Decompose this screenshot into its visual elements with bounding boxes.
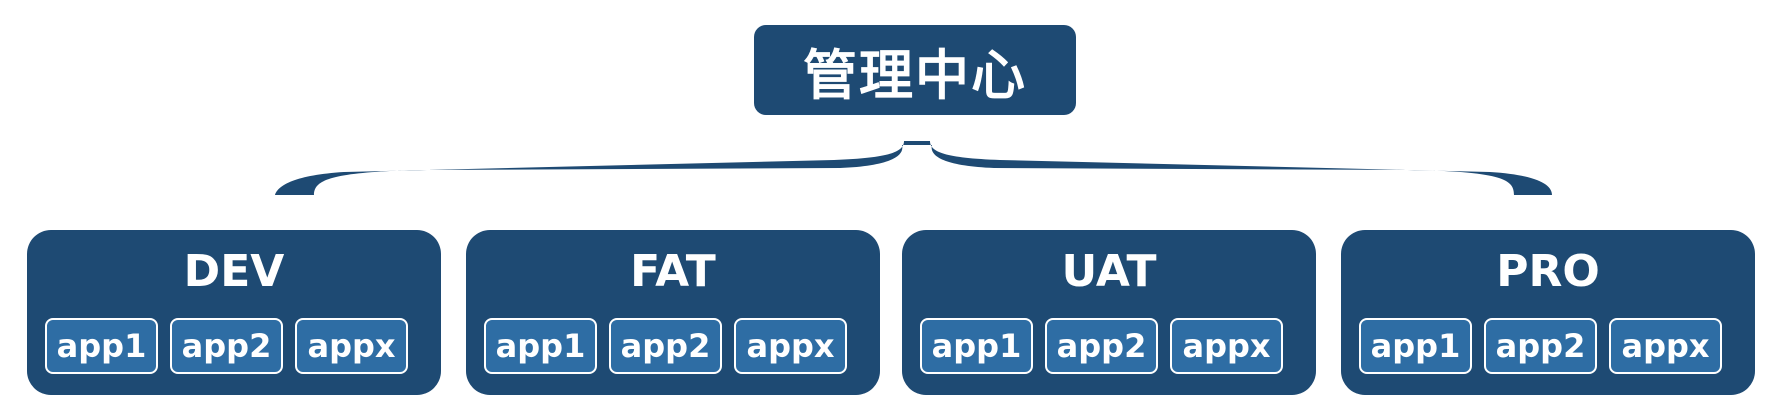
app-row: app1 app2 appx — [1359, 318, 1722, 374]
app-row: app1 app2 appx — [484, 318, 847, 374]
app-box: appx — [734, 318, 847, 374]
app-box: app2 — [1484, 318, 1597, 374]
app-box: app1 — [920, 318, 1033, 374]
env-box-uat: UAT app1 app2 appx — [902, 230, 1316, 395]
app-box: app1 — [45, 318, 158, 374]
root-node-management-center: 管理中心 — [754, 25, 1076, 115]
app-box: app2 — [1045, 318, 1158, 374]
app-box: appx — [1609, 318, 1722, 374]
brace-path — [275, 141, 1552, 195]
app-box: app2 — [170, 318, 283, 374]
app-box: app1 — [484, 318, 597, 374]
root-node-label: 管理中心 — [803, 43, 1027, 107]
env-title: PRO — [1496, 246, 1600, 297]
app-box: app2 — [609, 318, 722, 374]
app-row: app1 app2 appx — [920, 318, 1283, 374]
app-box: appx — [1170, 318, 1283, 374]
env-box-fat: FAT app1 app2 appx — [466, 230, 880, 395]
env-box-dev: DEV app1 app2 appx — [27, 230, 441, 395]
app-box: app1 — [1359, 318, 1472, 374]
app-row: app1 app2 appx — [45, 318, 408, 374]
env-box-pro: PRO app1 app2 appx — [1341, 230, 1755, 395]
app-box: appx — [295, 318, 408, 374]
env-title: FAT — [630, 246, 716, 297]
env-title: DEV — [183, 246, 285, 297]
env-title: UAT — [1061, 246, 1157, 297]
